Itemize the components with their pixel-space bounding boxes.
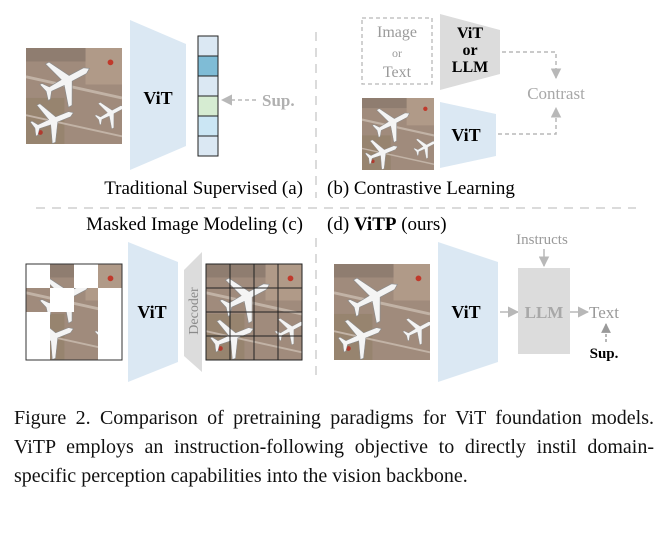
decoder-label: Decoder <box>187 287 202 335</box>
pretraining-paradigms-figure: ViT Sup. Traditional Supervised (a) Imag… <box>25 14 636 382</box>
panel-c-title: Masked Image Modeling (c) <box>86 214 303 235</box>
reconstructed-image <box>205 263 303 361</box>
vit-encoder-b <box>440 102 496 168</box>
image-to-contrast-arrow <box>498 106 562 135</box>
input-image-b <box>361 97 440 173</box>
text-encoder-line1: ViT <box>457 25 483 42</box>
llm-block <box>518 268 570 354</box>
input-image-a <box>25 47 131 148</box>
panel-d-title: (d) ViTP (ours) <box>327 214 447 235</box>
vit-encoder-d <box>438 242 498 382</box>
vit-label-a: ViT <box>143 88 172 108</box>
panel-b-title: (b) Contrastive Learning <box>327 178 515 199</box>
feature-vector <box>197 35 219 157</box>
contrast-label: Contrast <box>527 84 585 103</box>
figure-caption: Figure 2. Comparison of pretraining para… <box>14 404 654 491</box>
caption-text: Figure 2. Comparison of pretraining para… <box>14 407 654 487</box>
supervision-label-a: Sup. <box>262 91 295 110</box>
vit-encoder-c <box>128 242 178 382</box>
image-or-text-input <box>361 17 433 85</box>
text-encoder <box>440 14 500 90</box>
text-to-contrast-arrow <box>502 51 562 80</box>
instructs-label: Instructs <box>516 232 568 248</box>
panel-d: (d) ViTP (ours) ViT LLM Instructs Text S… <box>327 214 619 382</box>
input-label-line3: Text <box>383 64 412 81</box>
input-image-d <box>333 263 439 364</box>
panel-a-title: Traditional Supervised (a) <box>104 178 303 199</box>
panel-a: ViT Sup. Traditional Supervised (a) <box>25 20 303 199</box>
output-text-label: Text <box>589 303 619 322</box>
vit-label-c: ViT <box>137 302 166 322</box>
vit-label-d: ViT <box>451 302 480 322</box>
input-label-line1: Image <box>377 24 417 41</box>
input-label-line2: or <box>392 46 402 60</box>
vit-encoder-a <box>130 20 186 170</box>
llm-label: LLM <box>525 303 564 322</box>
masked-input-image <box>25 263 123 361</box>
text-encoder-line3: LLM <box>452 59 488 76</box>
text-encoder-line2: or <box>462 42 477 59</box>
vit-label-b: ViT <box>451 125 480 145</box>
panel-c: Masked Image Modeling (c) ViT Decoder <box>25 214 303 382</box>
decoder-block <box>184 252 202 372</box>
panel-b: Image or Text ViT or LLM ViT Contrast (b… <box>327 14 585 199</box>
supervision-label-d: Sup. <box>590 346 619 362</box>
